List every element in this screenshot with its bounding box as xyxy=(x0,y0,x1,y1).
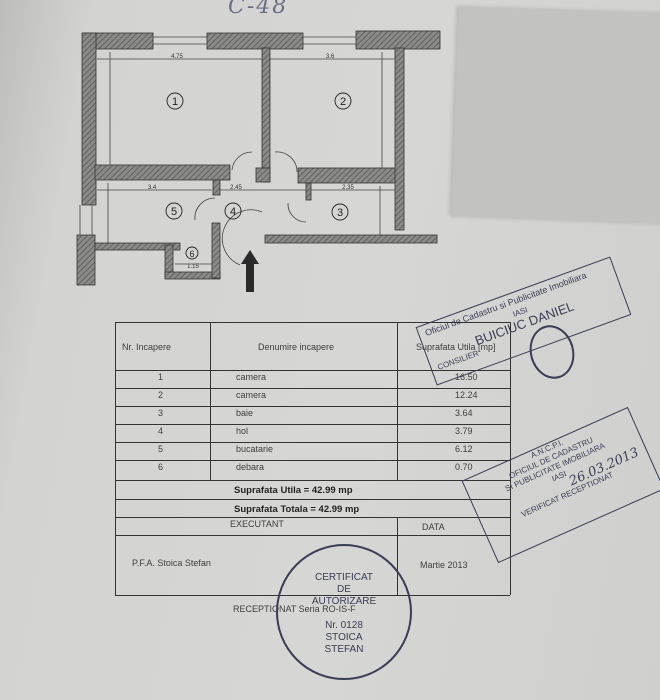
executant-label: EXECUTANT xyxy=(230,519,284,529)
document-date: Martie 2013 xyxy=(420,560,468,570)
room-number: 5 xyxy=(171,206,177,218)
table-cell-nr: 2 xyxy=(158,390,164,400)
table-cell-area: 12.24 xyxy=(455,390,478,400)
table-cell-name: bucatarie xyxy=(236,444,274,454)
table-cell-name: debara xyxy=(236,462,265,472)
room-marker-5 xyxy=(165,202,183,220)
table-cell-name: camera xyxy=(236,372,267,382)
dimension-label: 3.4 xyxy=(148,185,157,191)
table-cell-name: baie xyxy=(236,408,254,418)
authorization-seal: CERTIFICAT DE AUTORIZARE Nr. 0128 STOICA… xyxy=(276,544,412,680)
room-marker-2 xyxy=(334,92,352,110)
room-marker-4 xyxy=(224,202,242,220)
room-number: 1 xyxy=(172,96,178,108)
date-label: DATA xyxy=(422,522,445,532)
room-number: 6 xyxy=(189,249,194,259)
column-header: Denumire incapere xyxy=(258,342,335,352)
total-area: Suprafata Totala = 42.99 mp xyxy=(234,504,360,515)
ancpi-stamp: A.N.C.P.I. OFICIUL DE CADASTRU SI PUBLIC… xyxy=(461,406,660,564)
room-number: 4 xyxy=(230,206,236,218)
seal-text: DE xyxy=(337,584,351,595)
executant-name: P.F.A. Stoica Stefan xyxy=(132,558,211,568)
column-header: Nr. Incapere xyxy=(122,342,172,352)
table-cell-name: hol xyxy=(236,426,249,436)
dimension-label: 2.45 xyxy=(230,185,242,191)
table-cell-area: 3.64 xyxy=(455,408,473,418)
room-marker-1 xyxy=(166,92,184,110)
floor-plan: 1 2 3 4 5 6 4.75 3.6 3.4 2.45 2.35 1.15 xyxy=(76,30,441,292)
handwritten-label: C-48 xyxy=(228,0,289,19)
dimension-label: 1.15 xyxy=(187,264,199,270)
table-cell-area: 16.50 xyxy=(455,372,478,382)
table-cell-nr: 3 xyxy=(158,408,164,418)
seal-text: STEFAN xyxy=(324,644,364,655)
room-marker-6 xyxy=(185,246,199,260)
table-cell-area: 3.79 xyxy=(455,426,473,436)
table-cell-name: camera xyxy=(236,390,267,400)
room-number: 3 xyxy=(337,207,343,219)
column-header: Suprafata Utila [mp] xyxy=(416,342,496,352)
entrance-arrow-icon xyxy=(241,250,259,292)
table-cell-nr: 1 xyxy=(158,372,164,382)
seal-text: Nr. 0128 xyxy=(325,620,363,631)
table-cell-area: 0.70 xyxy=(455,462,473,472)
dimension-label: 2.35 xyxy=(342,185,354,191)
walls xyxy=(76,30,441,286)
table-cell-nr: 6 xyxy=(158,462,164,472)
room-marker-3 xyxy=(331,203,349,221)
seal-text: AUTORIZARE xyxy=(311,596,377,607)
table-cell-area: 6.12 xyxy=(455,444,473,454)
seal-text: STOICA xyxy=(325,632,363,643)
table-cell-nr: 4 xyxy=(158,426,164,436)
dimension-label: 3.6 xyxy=(326,54,335,60)
useful-area-total: Suprafata Utila = 42.99 mp xyxy=(234,485,353,496)
dimension-label: 4.75 xyxy=(171,54,183,60)
room-number: 2 xyxy=(340,96,346,108)
table-cell-nr: 5 xyxy=(158,444,164,454)
seal-text: CERTIFICAT xyxy=(315,572,373,583)
windows-and-doors xyxy=(79,36,395,266)
